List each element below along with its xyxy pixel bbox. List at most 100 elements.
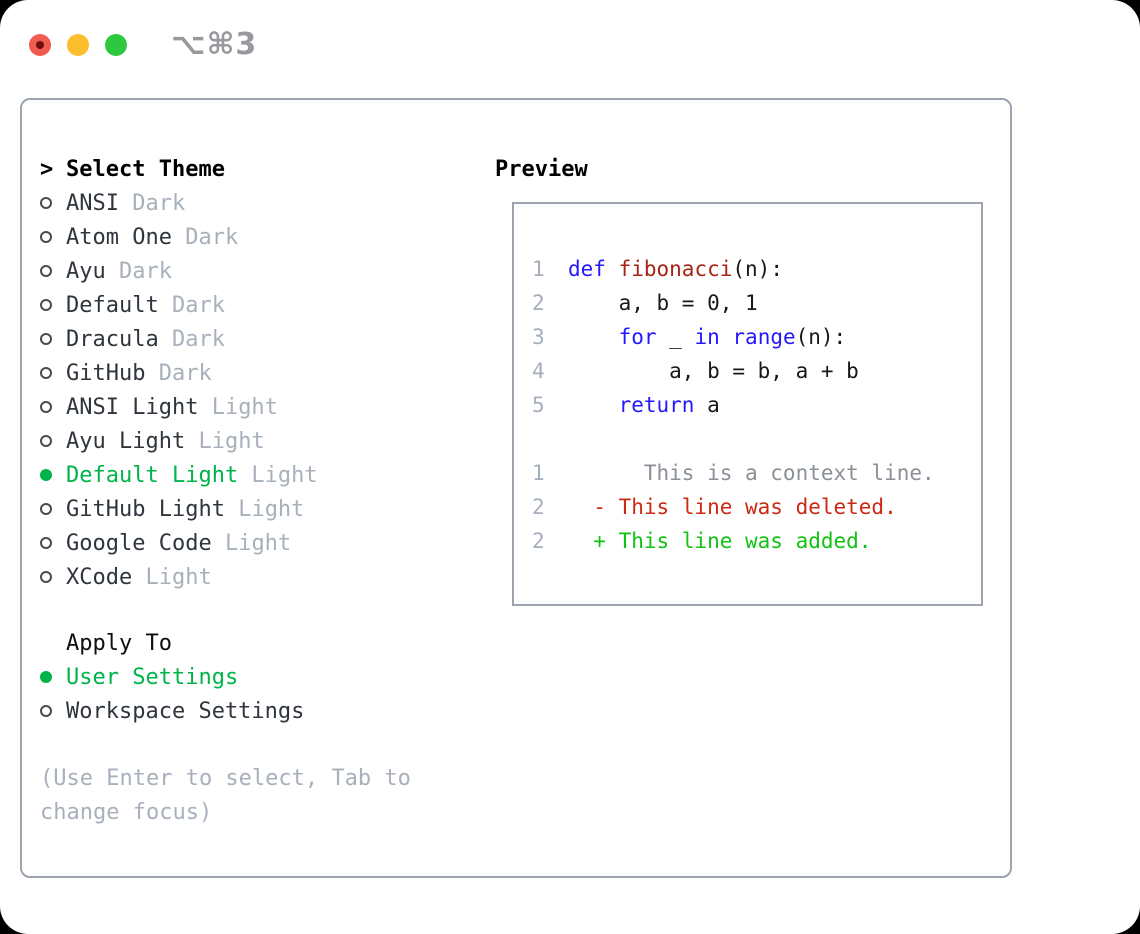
theme-item-name: Default (66, 292, 159, 318)
radio-icon[interactable] (40, 503, 52, 515)
theme-item-name: ANSI Light (66, 394, 199, 420)
code-token (568, 325, 619, 349)
apply-to-option[interactable]: Workspace Settings (40, 694, 464, 728)
theme-item[interactable]: Dracula Dark (40, 322, 464, 356)
radio-cell (40, 367, 66, 379)
radio-icon[interactable] (40, 671, 52, 683)
code-line: 3 for _ in range(n): (532, 320, 981, 354)
apply-to-header: Apply To (40, 626, 464, 660)
radio-icon[interactable] (40, 367, 52, 379)
code-line: 2 a, b = 0, 1 (532, 286, 981, 320)
code-token: a, b = 0, 1 (568, 291, 758, 315)
diff-text: - This line was deleted. (568, 495, 897, 519)
usage-hint: (Use Enter to select, Tab to change focu… (40, 766, 411, 825)
preview-title: Preview (495, 156, 588, 182)
radio-cell (40, 333, 66, 345)
theme-item-tag: Dark (158, 326, 225, 352)
apply-to-option[interactable]: User Settings (40, 660, 464, 694)
code-token: _ (656, 325, 695, 349)
theme-item-name: Default Light (66, 462, 239, 488)
radio-cell (40, 299, 66, 311)
theme-item[interactable]: GitHub Light Light (40, 492, 464, 526)
line-number: 3 (532, 325, 545, 349)
radio-cell (40, 231, 66, 243)
radio-icon[interactable] (40, 401, 52, 413)
radio-cell (40, 401, 66, 413)
theme-item-name: Ayu (66, 258, 106, 284)
radio-cell (40, 705, 66, 717)
theme-item-tag: Dark (105, 258, 172, 284)
theme-item[interactable]: GitHub Dark (40, 356, 464, 390)
radio-icon[interactable] (40, 299, 52, 311)
apply-to-option-name: User Settings (66, 664, 239, 690)
code-token: return (618, 393, 695, 417)
diff-block: 1 This is a context line.2 - This line w… (532, 456, 981, 558)
theme-item-tag: Light (132, 564, 212, 590)
theme-item[interactable]: Atom One Dark (40, 220, 464, 254)
theme-item-tag: Light (224, 496, 305, 522)
theme-list-title: Select Theme (66, 156, 225, 182)
theme-item[interactable]: Ayu Dark (40, 254, 464, 288)
code-line: 4 a, b = b, a + b (532, 354, 981, 388)
code-token (568, 393, 619, 417)
minimize-button[interactable] (67, 33, 89, 56)
theme-item[interactable]: Google Code Light (40, 526, 464, 560)
code-line: 5 return a (532, 388, 981, 422)
diff-text: + This line was added. (568, 529, 872, 553)
code-token: in (694, 325, 720, 349)
line-number: 2 (532, 291, 545, 315)
theme-item[interactable]: Default Dark (40, 288, 464, 322)
blank-line (532, 422, 981, 456)
code-token: range (732, 325, 796, 349)
radio-icon[interactable] (40, 265, 52, 277)
radio-icon[interactable] (40, 197, 52, 209)
code-token: def (568, 257, 606, 281)
theme-item-name: GitHub Light (66, 496, 225, 522)
radio-icon[interactable] (40, 333, 52, 345)
theme-item-tag: Dark (158, 292, 225, 318)
cursor-arrow-icon: > (40, 156, 54, 182)
radio-icon[interactable] (40, 705, 52, 717)
theme-list-header: > Select Theme (40, 152, 464, 186)
line-number: 5 (532, 393, 545, 417)
diff-line: 2 + This line was added. (532, 524, 981, 558)
theme-item-name: Ayu Light (66, 428, 186, 454)
radio-icon[interactable] (40, 435, 52, 447)
theme-item-tag: Dark (145, 360, 212, 386)
theme-item[interactable]: ANSI Dark (40, 186, 464, 220)
theme-item[interactable]: Ayu Light Light (40, 424, 464, 458)
theme-item[interactable]: XCode Light (40, 560, 464, 594)
theme-item-tag: Dark (171, 224, 239, 250)
zoom-button[interactable] (105, 33, 127, 56)
radio-icon[interactable] (40, 469, 52, 481)
radio-cell (40, 469, 66, 481)
close-button[interactable] (29, 33, 51, 56)
theme-item-name: Google Code (66, 530, 212, 556)
theme-item[interactable]: Default Light Light (40, 458, 464, 492)
line-number: 2 (532, 529, 545, 553)
radio-icon[interactable] (40, 571, 52, 583)
line-number: 1 (532, 461, 545, 485)
theme-item-name: ANSI (66, 190, 119, 216)
theme-item-name: Atom One (66, 224, 172, 250)
radio-cell (40, 197, 66, 209)
radio-cell (40, 537, 66, 549)
code-token: (n): (732, 257, 783, 281)
radio-cell (40, 503, 66, 515)
radio-icon[interactable] (40, 537, 52, 549)
line-number: 4 (532, 359, 545, 383)
code-token: (n): (795, 325, 847, 349)
titlebar: ⌥⌘3 (29, 27, 257, 62)
theme-item-tag: Light (211, 530, 292, 556)
theme-item[interactable]: ANSI Light Light (40, 390, 464, 424)
code-token: a (694, 393, 720, 417)
radio-icon[interactable] (40, 231, 52, 243)
line-number: 2 (532, 495, 545, 519)
